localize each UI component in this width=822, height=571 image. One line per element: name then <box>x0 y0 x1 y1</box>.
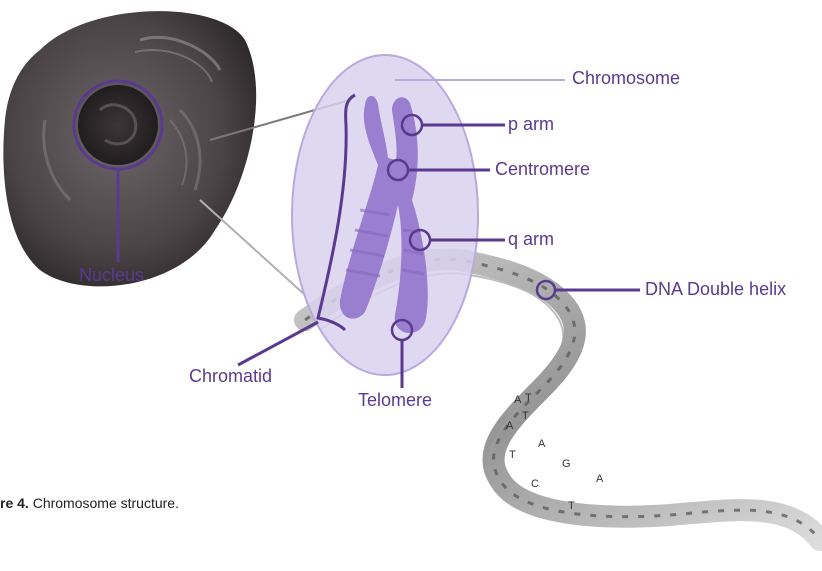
chromatid-label: Chromatid <box>189 366 272 387</box>
zoom-line-bottom <box>200 200 305 295</box>
telomere-label: Telomere <box>358 390 432 411</box>
chromatid-pointer <box>238 322 318 365</box>
caption-text: Chromosome structure. <box>29 495 179 511</box>
base-letter: G <box>562 458 571 470</box>
chromosome-label: Chromosome <box>572 68 680 89</box>
centromere-label: Centromere <box>495 159 590 180</box>
q-arm-label: q arm <box>508 229 554 250</box>
figure-caption: re 4. Chromosome structure. <box>0 495 179 511</box>
cell-image <box>3 11 256 286</box>
nucleus-label: Nucleus <box>79 265 144 286</box>
base-letter: A <box>596 473 603 485</box>
base-letter: T <box>525 392 532 404</box>
caption-prefix: re 4. <box>0 495 29 511</box>
base-letter: A <box>506 420 513 432</box>
dna-label: DNA Double helix <box>645 279 786 300</box>
base-letter: T <box>522 410 529 422</box>
base-letter: T <box>509 449 516 461</box>
base-letter: A <box>514 394 521 406</box>
base-letter: A <box>538 438 545 450</box>
base-letter: T <box>568 500 575 512</box>
base-letter: C <box>531 478 539 490</box>
p-arm-label: p arm <box>508 114 554 135</box>
